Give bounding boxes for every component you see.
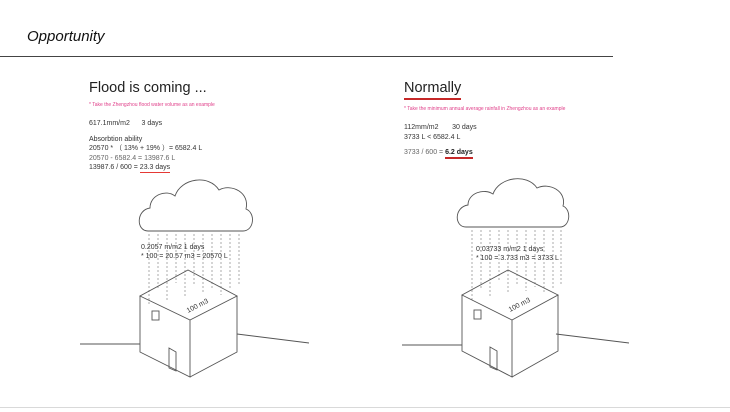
normal-rain-line: 112mm/m2 30 days bbox=[404, 124, 477, 131]
absorption-calc-3: 13987.6 / 600 = 23.3 days bbox=[89, 163, 215, 173]
normal-result-days: 6.2 days bbox=[445, 149, 473, 159]
flood-ground-line bbox=[80, 333, 310, 345]
normal-compare-line: 3733 L < 6582.4 L bbox=[404, 133, 461, 141]
flood-note: * Take the Zhengzhou flood water volume … bbox=[89, 102, 215, 108]
slide-title: Opportunity bbox=[27, 28, 105, 45]
normal-ground-line bbox=[402, 333, 630, 346]
normal-cloud-icon bbox=[456, 178, 570, 228]
normal-panel: Normally * Take the minimum annual avera… bbox=[404, 80, 566, 159]
normal-calc-prefix: 3733 / 600 = bbox=[404, 149, 446, 156]
absorption-label: Absorbtion ability bbox=[89, 135, 143, 143]
flood-box-icon bbox=[139, 269, 238, 378]
flood-cloud-icon bbox=[138, 179, 253, 232]
flood-box-label: 100 m3 bbox=[186, 298, 210, 315]
flood-panel: Flood is coming ... * Take the Zhengzhou… bbox=[89, 80, 215, 173]
flood-result-days: 23.3 days bbox=[139, 164, 171, 173]
absorption-calc-2: 20570 - 6582.4 = 13987.6 L bbox=[89, 154, 176, 162]
flood-volume-label: * 100 = 20.57 m3 = 20570 L bbox=[141, 253, 228, 260]
normal-note: * Take the minimum annual average rainfa… bbox=[404, 106, 566, 112]
footer-divider bbox=[0, 407, 730, 408]
absorption-calc-1: 20570 * （ 13% + 19% ）= 6582.4 L bbox=[89, 145, 203, 152]
normal-box-icon bbox=[461, 269, 559, 378]
normal-heading: Normally bbox=[404, 80, 462, 100]
flood-rain-line: 617.1mm/m2 3 days bbox=[89, 120, 163, 127]
flood-rain-rate-label: 0.2057 m/m2 1 days bbox=[141, 244, 205, 251]
flood-rain-icon bbox=[148, 234, 240, 305]
normal-rain-rate-label: 0.03733 m/m2 1 days bbox=[476, 246, 544, 253]
normal-volume-label: * 100 = 3.733 m3 = 3733 L bbox=[476, 255, 559, 262]
normal-calc-line: 3733 / 600 = 6.2 days bbox=[404, 148, 565, 159]
calc-3-prefix: 13987.6 / 600 = bbox=[89, 164, 140, 171]
title-divider bbox=[0, 56, 613, 57]
flood-heading: Flood is coming ... bbox=[89, 80, 207, 96]
